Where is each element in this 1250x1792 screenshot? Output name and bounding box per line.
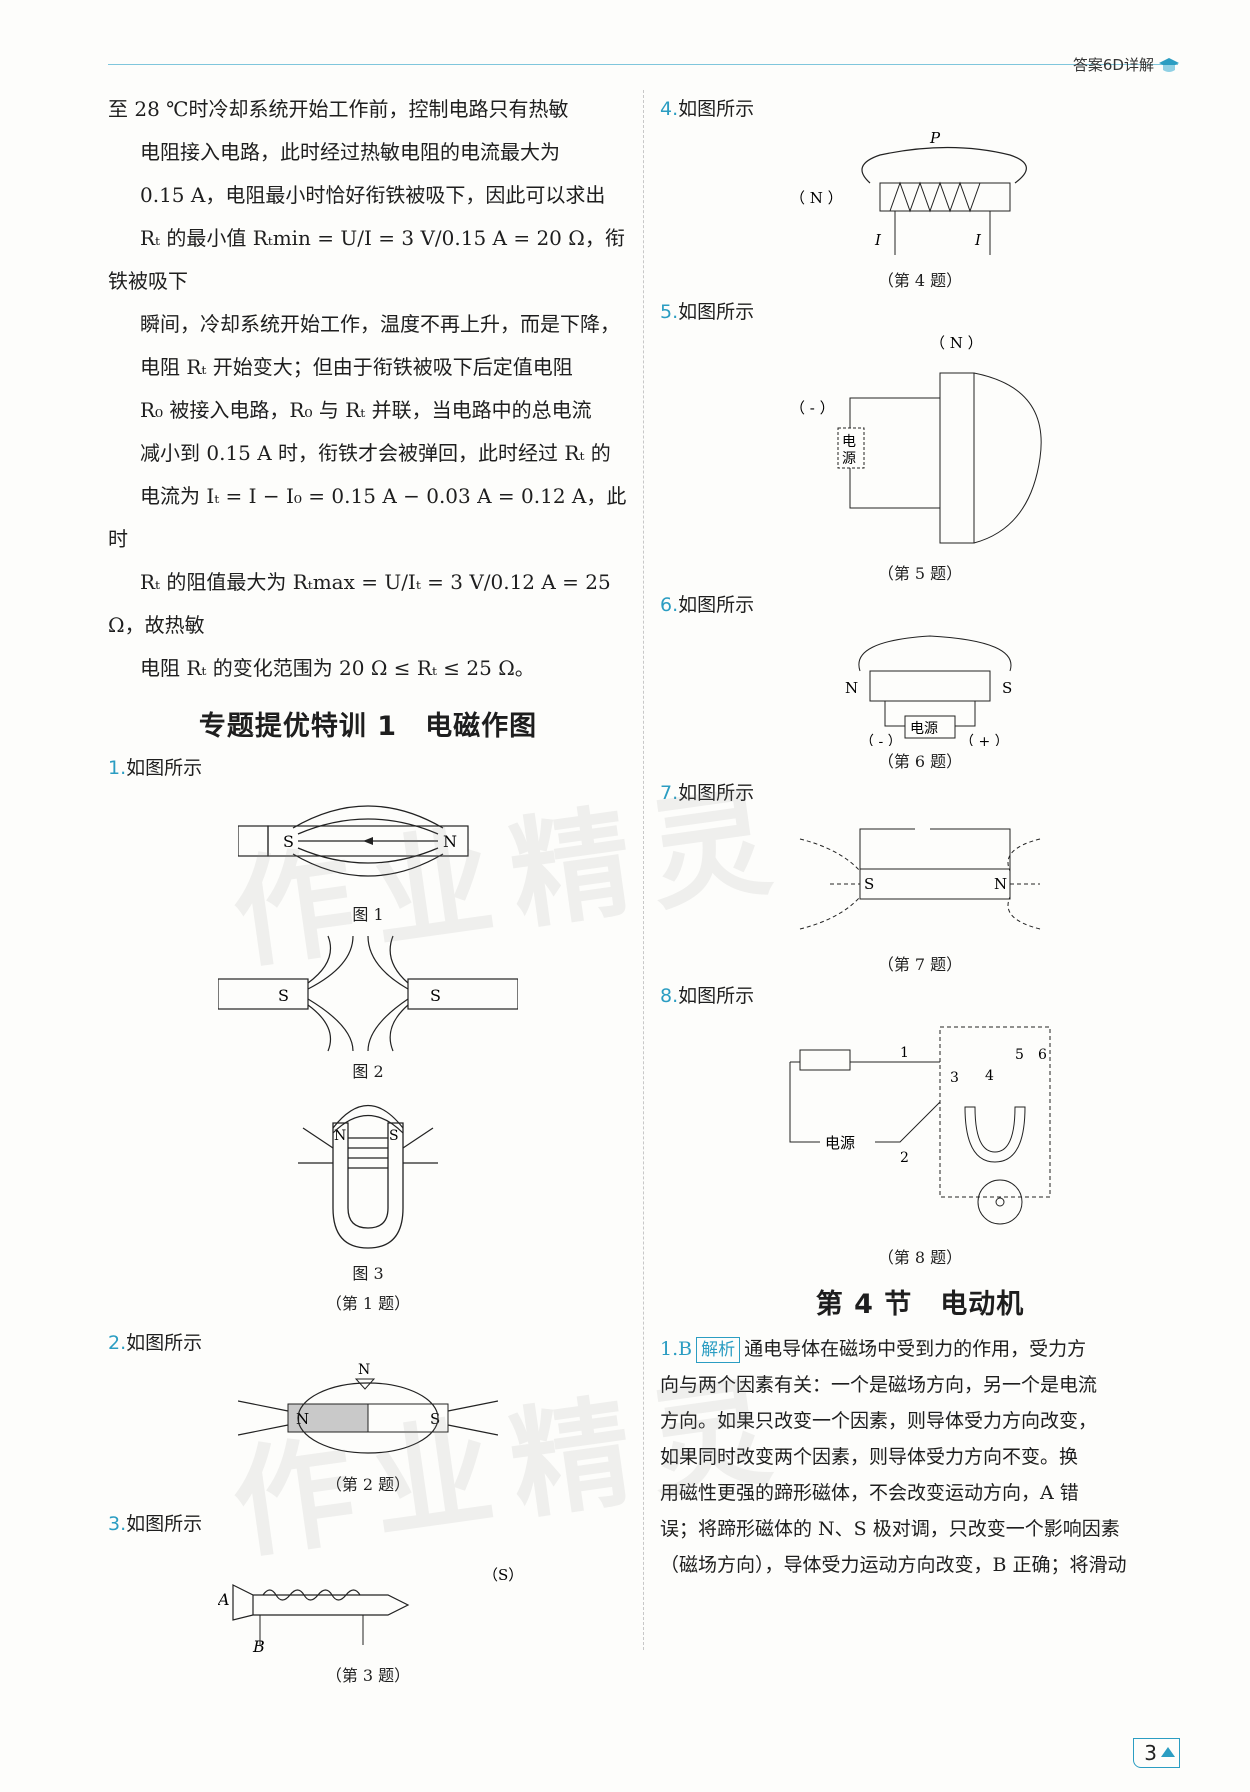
text-line: 电阻 Rₜ 开始变大；但由于衔铁被吸下后定值电阻: [140, 355, 573, 379]
answer-1-lead: 1.B: [660, 1338, 693, 1360]
svg-text:B: B: [252, 1637, 265, 1656]
svg-text:5: 5: [1015, 1047, 1024, 1063]
text-line: 0.15 A，电阻最小时恰好衔铁被吸下，因此可以求出: [140, 183, 606, 207]
question-4-caption: （第 4 题）: [877, 271, 963, 290]
question-8-label: 8.如图所示: [660, 985, 755, 1007]
svg-text:3: 3: [950, 1070, 959, 1086]
svg-text:2: 2: [900, 1150, 909, 1166]
svg-text:S: S: [389, 1128, 399, 1144]
svg-text:N: N: [994, 875, 1007, 893]
svg-text:1: 1: [900, 1045, 909, 1061]
question-4-figure: P （ N ） I I: [790, 129, 1027, 255]
question-5-label: 5.如图所示: [660, 301, 755, 323]
question-3-figure: （S） A B: [218, 1566, 518, 1656]
svg-text:S: S: [430, 1410, 440, 1428]
svg-text:I: I: [974, 231, 982, 249]
figure-1-bar-magnets: S N: [238, 805, 469, 877]
question-3-label: 3.如图所示: [108, 1513, 203, 1535]
question-2-caption: （第 2 题）: [325, 1475, 411, 1494]
svg-text:S: S: [283, 832, 294, 851]
svg-text:4: 4: [985, 1068, 994, 1084]
question-6-caption: （第 6 题）: [877, 752, 963, 771]
svg-text:电源: 电源: [825, 1134, 855, 1152]
figure-3-caption: 图 3: [352, 1264, 384, 1283]
figure-2-caption: 图 2: [352, 1062, 384, 1081]
question-1-label: 1.如图所示: [108, 757, 203, 779]
svg-text:（ + ）: （ + ）: [960, 734, 1009, 746]
svg-text:N: N: [845, 679, 858, 697]
question-7-figure: S N: [799, 828, 1041, 930]
svg-text:N: N: [443, 832, 457, 851]
svg-text:N: N: [358, 1362, 370, 1378]
question-7-label: 7.如图所示: [660, 782, 755, 804]
text-line: 瞬间，冷却系统开始工作，温度不再上升，而是下降，: [140, 312, 620, 336]
question-2-label: 2.如图所示: [108, 1332, 203, 1354]
column-divider: [643, 90, 644, 1650]
page-number: 3: [1133, 1738, 1180, 1768]
text-line: 电阻 Rₜ 的变化范围为 20 Ω ≤ Rₜ ≤ 25 Ω。: [140, 656, 535, 680]
question-4-label: 4.如图所示: [660, 98, 755, 120]
svg-text:I: I: [874, 231, 882, 249]
svg-text:源: 源: [842, 451, 856, 467]
section-title-electromagnetic-drawing: 专题提优特训 1 电磁作图: [198, 711, 538, 742]
solution-continuation: 至 28 ℃时冷却系统开始工作前，控制电路只有热敏 电阻接入电路，此时经过热敏电…: [108, 88, 628, 690]
svg-text:6: 6: [1038, 1047, 1047, 1063]
book-cap-icon: [1159, 58, 1179, 72]
svg-text:（S）: （S）: [483, 1566, 518, 1584]
question-5-caption: （第 5 题）: [877, 564, 963, 583]
svg-text:S: S: [864, 875, 874, 893]
text-line: Rₜ 的最小值 Rₜmin = U/I = 3 V/0.15 A = 20 Ω，…: [108, 226, 625, 293]
svg-text:N: N: [334, 1128, 346, 1144]
text-line: 电阻接入电路，此时经过热敏电阻的电流最大为: [140, 140, 560, 164]
question-3-caption: （第 3 题）: [325, 1666, 411, 1685]
header-label: 答案6D详解: [1072, 56, 1154, 74]
svg-text:（ - ）: （ - ）: [860, 734, 902, 746]
question-8-caption: （第 8 题）: [877, 1248, 963, 1267]
question-7-caption: （第 7 题）: [877, 955, 963, 974]
analysis-tag: 解析: [696, 1337, 741, 1363]
text-line: 电流为 Iₜ = I − I₀ = 0.15 A − 0.03 A = 0.12…: [108, 484, 627, 551]
svg-text:S: S: [430, 986, 441, 1005]
svg-text:A: A: [218, 1590, 230, 1609]
question-6-figure: N S 电源 （ - ） （ + ）: [845, 635, 1012, 746]
svg-text:P: P: [929, 129, 941, 147]
figure-3-horseshoe-magnet: N S: [298, 1104, 438, 1249]
left-column: 至 28 ℃时冷却系统开始工作前，控制电路只有热敏 电阻接入电路，此时经过热敏电…: [108, 88, 628, 1692]
svg-text:（ N ）: （ N ）: [790, 189, 843, 207]
figure-2-repelling-magnets: S S: [218, 935, 518, 1052]
question-1-caption: （第 1 题）: [325, 1294, 411, 1313]
svg-text:（ - ）: （ - ）: [790, 399, 835, 417]
svg-text:S: S: [1002, 679, 1012, 697]
svg-text:（ N ）: （ N ）: [930, 334, 983, 352]
header-rule: [108, 64, 1178, 65]
svg-text:S: S: [278, 986, 289, 1005]
question-6-label: 6.如图所示: [660, 594, 755, 616]
question-5-figure: （ N ） （ - ） 电 源: [790, 334, 1042, 544]
right-column: 4.如图所示 P （ N ） I I （第 4 题） 5.如图所示 （ N ） …: [660, 88, 1180, 1583]
text-line: R₀ 被接入电路，R₀ 与 Rₜ 并联，当电路中的总电流: [140, 398, 592, 422]
figure-1-caption: 图 1: [352, 905, 384, 924]
text-line: Rₜ 的阻值最大为 Rₜmax = U/Iₜ = 3 V/0.12 A = 25…: [108, 570, 611, 637]
svg-text:电: 电: [842, 434, 856, 450]
question-8-figure: 电源 1 2 3 4 5 6: [789, 1026, 1051, 1225]
text-line: 减小到 0.15 A 时，衔铁才会被弹回，此时经过 Rₜ 的: [140, 441, 611, 465]
section-title-electric-motor: 第 4 节 电动机: [815, 1289, 1025, 1320]
text-line: 至 28 ℃时冷却系统开始工作前，控制电路只有热敏: [108, 97, 569, 121]
question-2-figure: N N S: [238, 1362, 498, 1454]
svg-text:电源: 电源: [910, 721, 938, 737]
